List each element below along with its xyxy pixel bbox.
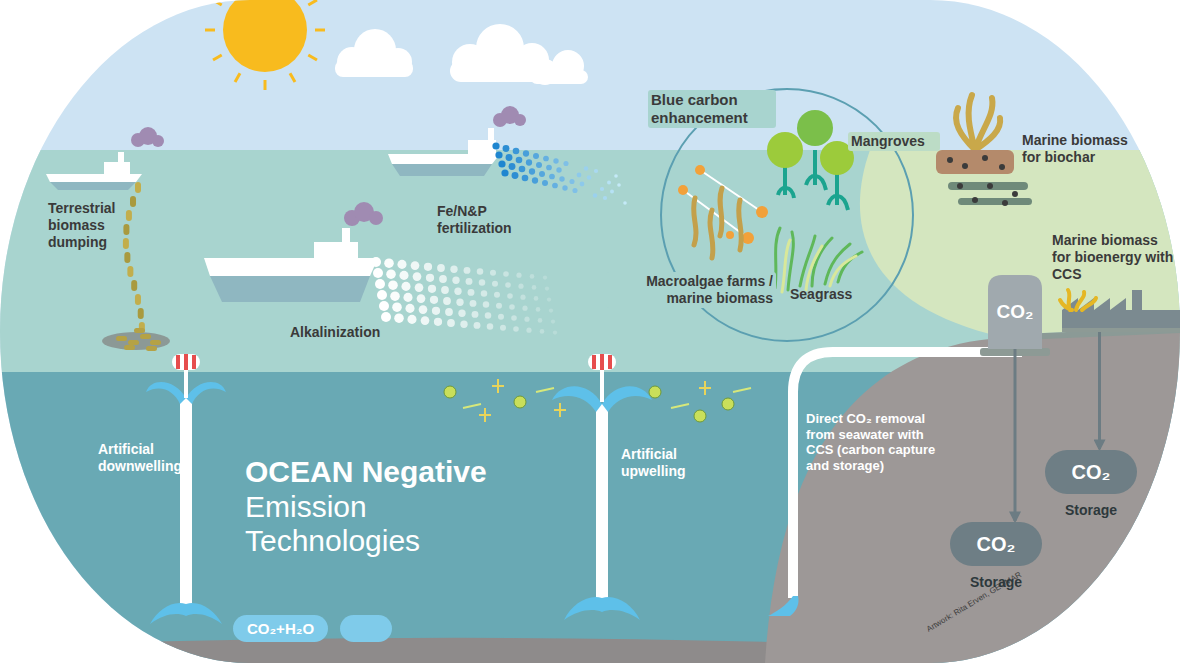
biochar-illustration <box>936 95 1032 206</box>
diagram-title: OCEAN Negative Emission Technologies <box>245 455 535 559</box>
alkalinity-dots <box>371 257 557 335</box>
co2-tank: CO₂ <box>988 275 1042 349</box>
node-shape <box>1062 290 1180 332</box>
method-label: Fe/N&P fertilization <box>437 203 549 237</box>
co2-label: CO₂ <box>997 301 1034 324</box>
co2-flow-arrow <box>1014 349 1017 521</box>
habitat-label: Mangroves <box>848 132 940 151</box>
plankton <box>444 379 751 422</box>
fertilizer-dots <box>492 142 626 204</box>
method-label: Artificial upwelling <box>621 446 705 480</box>
macroalgae-farm <box>678 165 768 258</box>
method-label: Marine biomass for bioenergy with CCS <box>1052 232 1176 282</box>
co2-label: CO₂ <box>977 532 1016 556</box>
upwelling-pump <box>552 354 652 620</box>
habitat-label: Seagrass <box>790 286 870 303</box>
storage-label: Storage <box>950 574 1042 591</box>
seagrass <box>775 228 862 292</box>
seafloor <box>0 638 770 663</box>
method-label: Alkalinization <box>290 324 420 341</box>
surface-water <box>0 150 1180 375</box>
co2-label: CO₂ <box>1072 460 1111 484</box>
method-label: Artificial downwelling <box>98 441 182 475</box>
intake-funnel <box>768 596 799 616</box>
co2-storage: CO₂Storage <box>1045 450 1137 494</box>
habitat-label: Macroalgae farms / marine biomass <box>606 272 776 308</box>
co2-water-bubble: CO₂+H₂O <box>233 615 328 642</box>
bubble <box>340 615 392 642</box>
chemical-formula: CO₂+H₂O <box>247 620 314 638</box>
method-label: Marine biomass for biochar <box>1022 132 1140 166</box>
mangroves <box>767 110 854 210</box>
method-label: Direct CO₂ removal from seawater with CC… <box>806 411 938 473</box>
downwelling-pump <box>146 354 226 624</box>
ship <box>46 128 500 302</box>
co2-flow-arrow <box>1098 332 1101 449</box>
storage-label: Storage <box>1045 502 1137 519</box>
ground <box>765 330 1180 663</box>
group-heading: Blue carbon enhancement <box>648 90 776 128</box>
blue-carbon-circle: Blue carbon enhancementMangrovesMacroalg… <box>660 88 914 342</box>
sun <box>205 0 325 90</box>
co2-storage: CO₂Storage <box>950 522 1042 566</box>
method-label: Terrestrial biomass dumping <box>48 200 140 250</box>
bioenergy-plant: Marine biomass for bioenergy with CCS <box>1062 290 1180 332</box>
cloud <box>335 24 588 85</box>
